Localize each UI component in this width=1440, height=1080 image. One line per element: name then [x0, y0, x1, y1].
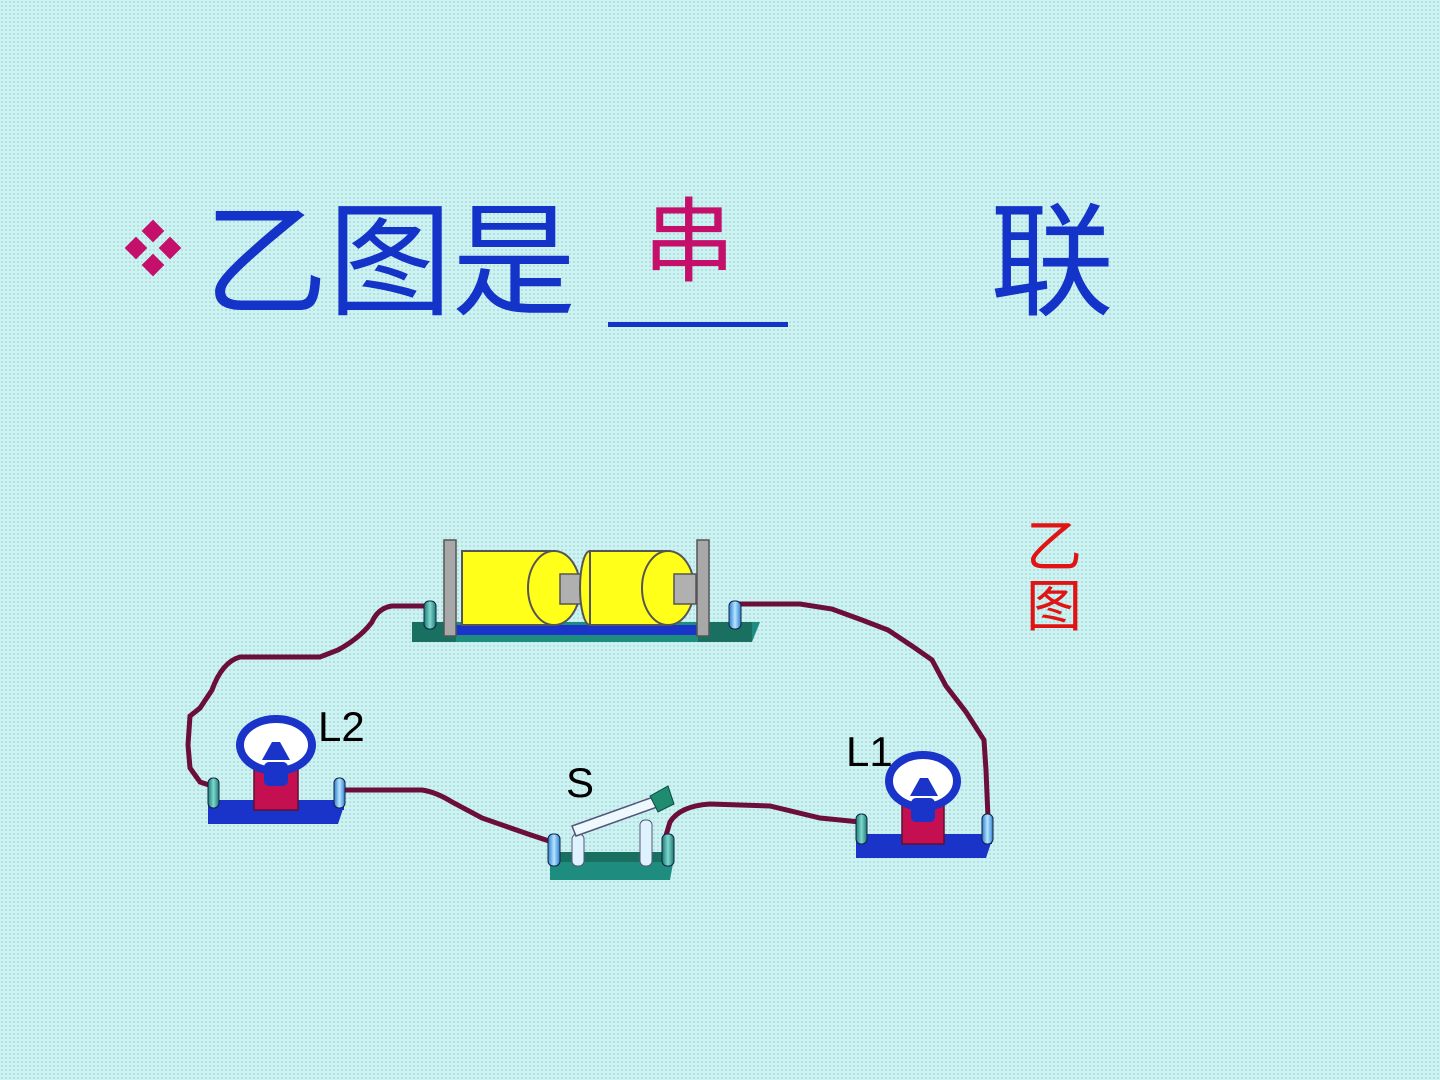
- figure-label: 乙图: [1024, 518, 1084, 638]
- battery-cell-2: [579, 550, 697, 626]
- battery-clip-right: [696, 539, 710, 637]
- battery-holder: [412, 539, 760, 642]
- lamp-l1: [855, 751, 994, 858]
- wire-battery-to-l1: [733, 601, 991, 821]
- battery-rail: [452, 625, 700, 635]
- answer-blank-underline: [608, 322, 788, 327]
- label-l1: L1: [846, 728, 893, 775]
- battery-terminal-left: [423, 600, 437, 630]
- wire-battery-to-l2: [185, 603, 431, 789]
- title-suffix: 联: [990, 191, 1115, 335]
- diamond-bullet-icon: [124, 219, 182, 277]
- battery-clip-left: [443, 539, 457, 637]
- wire-switch-to-l1: [661, 801, 863, 845]
- lamp-l2: [207, 715, 346, 824]
- switch-handle: [649, 785, 675, 813]
- battery-terminal-right: [728, 600, 742, 630]
- title-answer: 串: [643, 189, 736, 296]
- battery-cell-1: [461, 550, 585, 626]
- label-l2: L2: [318, 703, 365, 750]
- title-prefix: 乙图是: [204, 191, 577, 335]
- wire-l2-to-switch: [337, 787, 555, 845]
- label-switch: S: [566, 759, 594, 806]
- switch-s: [547, 785, 675, 880]
- figure-label-char: 图: [1026, 575, 1082, 640]
- figure-label-char: 乙: [1026, 515, 1082, 580]
- wires: [185, 601, 991, 845]
